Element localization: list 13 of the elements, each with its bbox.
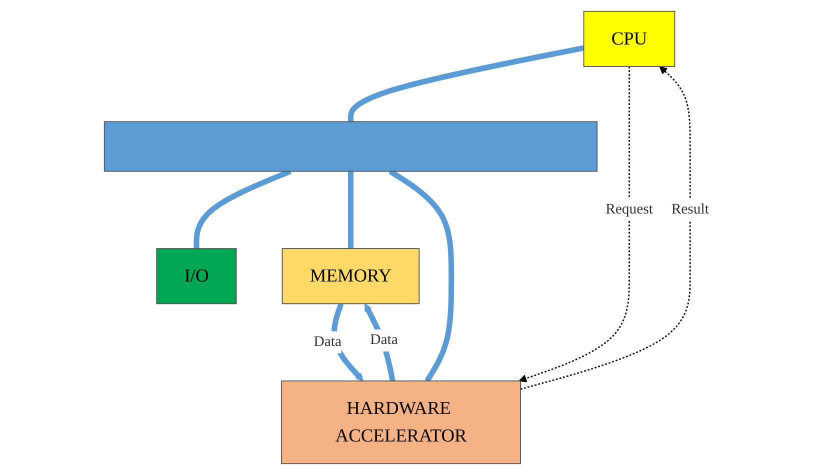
edge-label: Request (605, 202, 653, 218)
node-box: MEMORY (282, 248, 420, 304)
connector (348, 45, 584, 122)
node-box: I/O (156, 248, 237, 304)
connector (348, 171, 354, 249)
node-box: HARDWARE ACCELERATOR (280, 380, 521, 464)
node-box: CPU (583, 10, 676, 67)
arrow (518, 66, 630, 382)
edge-label: Result (671, 202, 709, 218)
node-bar (104, 121, 598, 172)
edge-label: Data (370, 332, 398, 348)
arrow (520, 66, 691, 390)
edge-label: Data (314, 334, 342, 350)
